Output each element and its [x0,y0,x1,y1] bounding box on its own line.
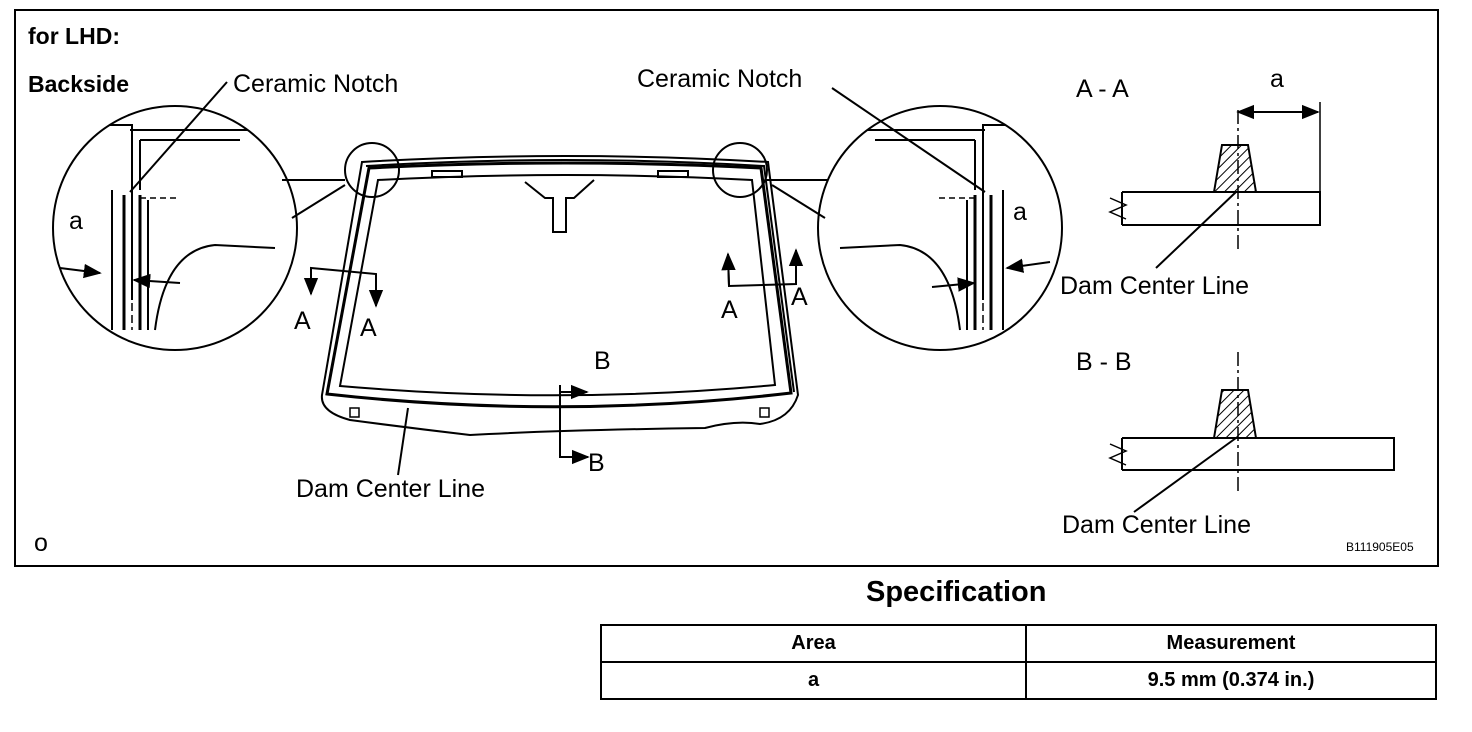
section-marker-b2: B [588,449,605,477]
section-bb-diagram [1108,352,1395,513]
table-header-row: Area Measurement [600,624,1437,663]
section-aa-title: A - A [1076,75,1129,103]
figure-frame [14,9,1439,567]
figure-code: B111905E05 [1346,540,1414,554]
windshield [320,142,800,437]
dam-center-line-label-aa: Dam Center Line [1060,272,1249,300]
header-label: for LHD: [28,23,120,49]
left-magnifier [52,105,346,351]
section-marker-b1: B [594,347,611,375]
a-label-section: a [1270,65,1284,93]
ceramic-notch-label-left: Ceramic Notch [233,70,398,98]
dam-center-line-label-bb: Dam Center Line [1062,511,1251,539]
section-bb-title: B - B [1076,348,1132,376]
a-label-right: a [1013,198,1027,226]
section-cut-markers [303,248,804,465]
section-marker-a1: A [294,307,311,335]
cell-area: a [600,661,1027,700]
dam-center-line-label-main: Dam Center Line [296,475,485,503]
cell-measurement: 9.5 mm (0.374 in.) [1025,661,1437,700]
section-marker-a3: A [721,296,738,324]
section-aa-diagram [1108,102,1321,269]
section-marker-a4: A [791,283,808,311]
leader-lines [129,81,986,476]
corner-mark: o [34,529,48,557]
specification-title: Specification [866,576,1047,608]
backside-label: Backside [28,71,129,97]
section-marker-a2: A [360,314,377,342]
a-label-left: a [69,207,83,235]
table-row: a 9.5 mm (0.374 in.) [600,661,1437,700]
specification-table: Area Measurement a 9.5 mm (0.374 in.) [600,624,1437,700]
header-measurement: Measurement [1025,624,1437,663]
ceramic-notch-label-right: Ceramic Notch [637,65,802,93]
header-area: Area [600,624,1027,663]
